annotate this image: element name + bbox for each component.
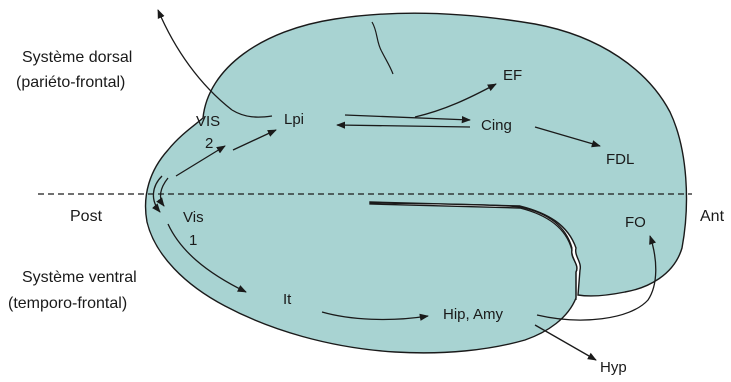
fdl-label: FDL: [606, 151, 634, 168]
dorsal-system-label: Système dorsal: [22, 49, 132, 66]
vis2-label: VIS: [196, 113, 220, 130]
lpi-label: Lpi: [284, 111, 304, 128]
ant-label: Ant: [700, 208, 725, 225]
cing-label: Cing: [481, 117, 512, 134]
arrow-hip-amy-to-hyp: [535, 325, 596, 360]
it-label: It: [283, 291, 292, 308]
post-label: Post: [70, 208, 103, 225]
ventral-system-label: Système ventral: [22, 269, 137, 286]
ventral-system-sublabel: (temporo-frontal): [8, 295, 127, 312]
brain-silhouette: [146, 13, 687, 353]
vis1-label: Vis: [183, 209, 204, 226]
vis1-number: 1: [189, 232, 197, 249]
fo-label: FO: [625, 214, 646, 231]
vis2-number: 2: [205, 135, 213, 152]
ef-label: EF: [503, 67, 522, 84]
dorsal-system-sublabel: (pariéto-frontal): [16, 74, 125, 91]
hip-amy-label: Hip, Amy: [443, 306, 504, 323]
hyp-label: Hyp: [600, 359, 627, 376]
